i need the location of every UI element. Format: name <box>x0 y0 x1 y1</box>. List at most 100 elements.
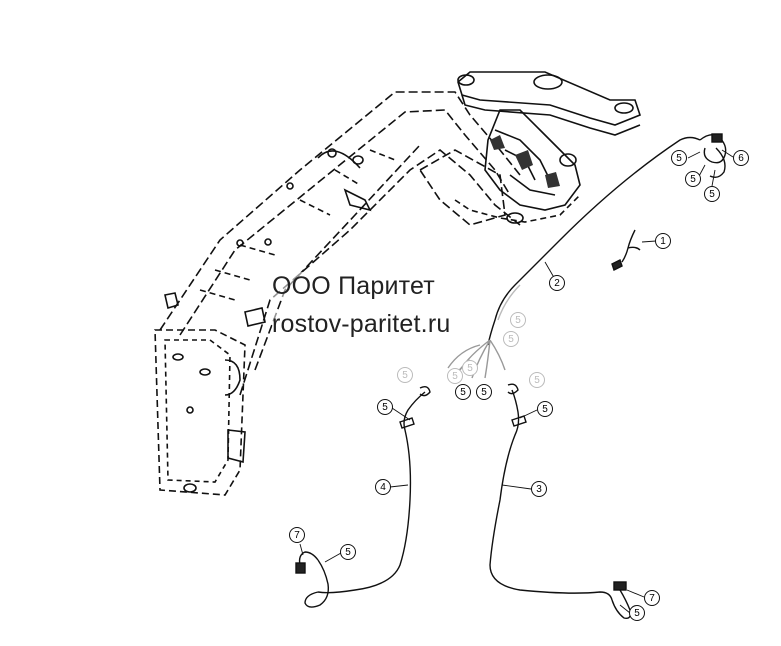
callout-label: 5 <box>534 375 540 386</box>
boom-hole-1 <box>236 239 244 247</box>
pivot-bore-2 <box>533 74 563 90</box>
callout-c5m: 5 <box>629 605 645 621</box>
harness-2-sheath <box>497 284 521 321</box>
callout-label: 6 <box>738 153 744 164</box>
plate-slot-3 <box>186 406 194 414</box>
plate-cutout-2 <box>227 429 246 464</box>
leader-7-right <box>626 589 645 598</box>
harness-lines <box>295 133 727 620</box>
leader-5-l1 <box>391 407 411 421</box>
leader-5-left-low <box>324 552 342 563</box>
pivot-frame <box>454 71 641 224</box>
callout-label: 5 <box>452 371 458 382</box>
plate-outline <box>154 329 246 496</box>
callout-circle <box>529 372 545 388</box>
callout-c4: 4 <box>375 479 391 495</box>
plate-slot-2 <box>199 368 211 376</box>
boom-hole-4 <box>327 148 337 158</box>
leader-7-left <box>299 543 304 556</box>
boom-bracket <box>164 292 179 310</box>
boom-bracket-2 <box>244 307 266 327</box>
connector-cluster-6b <box>709 147 726 179</box>
callout-c5b: 5 <box>685 171 701 187</box>
callout-circle <box>462 360 478 376</box>
callout-c3: 3 <box>531 481 547 497</box>
callout-label: 5 <box>676 153 682 164</box>
boom-hole-2 <box>264 238 272 246</box>
callout-c2: 2 <box>549 275 565 291</box>
branch-hub <box>459 339 506 379</box>
callout-circle <box>447 368 463 384</box>
callout-c5g: 5 <box>476 384 492 400</box>
callout-circle <box>510 312 526 328</box>
leader-4 <box>389 484 409 488</box>
pivot-shade <box>490 135 560 188</box>
mounting-plate <box>154 329 246 496</box>
callout-circle <box>685 171 701 187</box>
connector-7-left <box>298 551 319 566</box>
boom-frame <box>159 91 521 396</box>
boom-box-side <box>418 149 506 226</box>
pivot-bore-3 <box>614 102 634 114</box>
callout-circle <box>340 544 356 560</box>
callout-circle <box>377 399 393 415</box>
callout-c5o: 5 <box>447 368 463 384</box>
plate-slot-4 <box>183 483 197 493</box>
callout-c5n: 5 <box>462 360 478 376</box>
clip-right-top <box>507 383 519 395</box>
boom-rib-1 <box>199 244 276 301</box>
callout-label: 5 <box>467 363 473 374</box>
callout-label: 5 <box>402 370 408 381</box>
callout-label: 5 <box>690 174 696 185</box>
callout-circle <box>733 150 749 166</box>
callout-label: 7 <box>294 530 300 541</box>
watermark-company: ООО Паритет <box>272 272 435 301</box>
harness-4-loop <box>304 559 330 608</box>
callout-circle <box>375 479 391 495</box>
callout-label: 7 <box>649 593 655 604</box>
leader-3 <box>501 484 532 490</box>
callout-c7b: 7 <box>644 590 660 606</box>
callout-circle <box>289 527 305 543</box>
harness-4 <box>317 391 426 594</box>
callout-circle <box>549 275 565 291</box>
leader-5-right-low <box>619 604 631 614</box>
callout-c5c: 5 <box>704 186 720 202</box>
callout-label: 1 <box>660 236 666 247</box>
plate-slot-1 <box>172 353 184 361</box>
harness-1 <box>621 229 641 263</box>
callout-label: 3 <box>536 484 542 495</box>
callout-c5k: 5 <box>537 401 553 417</box>
callout-c5h: 5 <box>397 367 413 383</box>
pivot-plate-edge <box>461 94 641 136</box>
leader-1 <box>641 240 657 243</box>
clip-left-top <box>419 385 431 397</box>
leader-5-r1 <box>519 409 538 419</box>
callout-label: 5 <box>542 404 548 415</box>
connector-7-right-body <box>613 581 627 591</box>
watermark-url: rostov-paritet.ru <box>272 310 451 339</box>
callout-label: 5 <box>382 402 388 413</box>
callout-circle <box>655 233 671 249</box>
callout-circle <box>671 150 687 166</box>
callout-label: 4 <box>380 482 386 493</box>
callout-label: 5 <box>634 608 640 619</box>
callout-c7a: 7 <box>289 527 305 543</box>
boom-hole-3 <box>286 182 294 190</box>
callout-circle <box>503 331 519 347</box>
callout-c5j: 5 <box>377 399 393 415</box>
clip-right <box>511 415 527 427</box>
callout-label: 5 <box>709 189 715 200</box>
leader-5-tr1 <box>687 151 701 159</box>
callout-c5i: 5 <box>529 372 545 388</box>
callout-circle <box>644 590 660 606</box>
callout-c5d: 5 <box>510 312 526 328</box>
pivot-column <box>484 109 581 211</box>
pivot-bore-1 <box>457 74 475 86</box>
harness-1-plug <box>611 259 623 271</box>
callout-circle <box>629 605 645 621</box>
callout-label: 5 <box>508 334 514 345</box>
